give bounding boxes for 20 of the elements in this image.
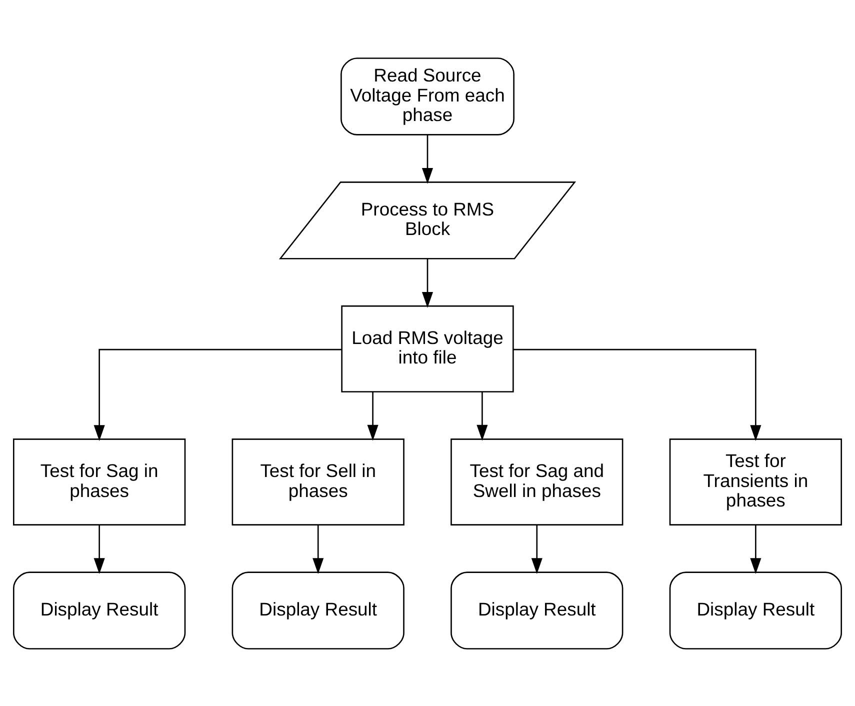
arrow	[513, 348, 762, 440]
node-box: Test for Sag in phases	[13, 438, 186, 525]
node-box: Display Result	[669, 571, 842, 649]
node-box: Read Source Voltage From each phase	[340, 57, 514, 135]
arrow	[476, 391, 488, 440]
node-box: Test for Sell in phases	[232, 438, 404, 525]
node-box: Load RMS voltage into file	[341, 304, 514, 392]
arrow	[94, 524, 105, 574]
node-box: Test for Sag and Swell in phases	[450, 438, 624, 525]
arrow	[531, 524, 542, 574]
node-box: Display Result	[13, 571, 186, 649]
arrow	[312, 524, 324, 574]
arrow	[94, 348, 342, 440]
arrow	[750, 524, 762, 574]
node-box: Display Result	[450, 571, 624, 649]
arrow	[422, 258, 434, 308]
node-box: Display Result	[232, 571, 404, 649]
node-box: Test for Transients in phases	[669, 438, 842, 525]
arrow	[422, 134, 434, 184]
arrow	[367, 391, 378, 440]
